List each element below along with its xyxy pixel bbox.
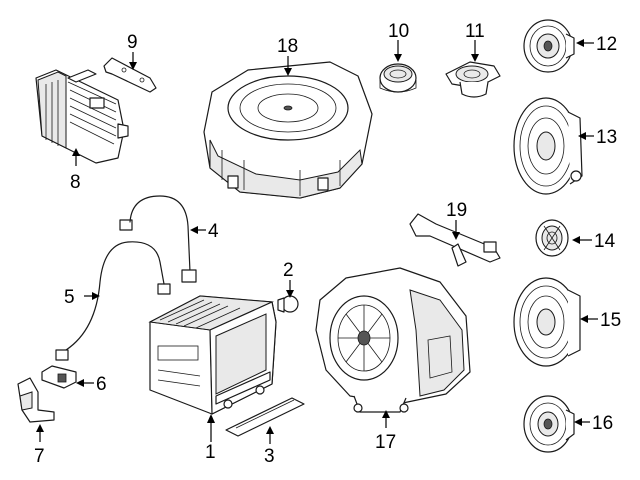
- callout-2: 2: [283, 260, 294, 298]
- part-17-speaker-assembly: [315, 267, 471, 413]
- callout-label-13: 13: [596, 127, 617, 148]
- callout-10: 10: [388, 21, 409, 62]
- callout-label-6: 6: [96, 374, 107, 395]
- part-10-tweeter: [379, 63, 417, 93]
- part-11-tweeter: [445, 61, 501, 98]
- callout-label-19: 19: [446, 200, 467, 221]
- callout-label-11: 11: [465, 21, 485, 42]
- part-16-speaker: [523, 395, 575, 453]
- callout-4: 4: [190, 221, 219, 242]
- callout-9: 9: [127, 32, 138, 70]
- part-6-connector: [41, 365, 77, 389]
- callout-label-9: 9: [127, 32, 138, 53]
- callout-3: 3: [264, 426, 275, 467]
- callout-16: 16: [574, 413, 613, 434]
- callout-15: 15: [580, 310, 621, 331]
- part-14-tweeter: [535, 219, 569, 257]
- part-5-cable: [55, 241, 171, 361]
- callout-label-17: 17: [375, 432, 396, 453]
- callout-5: 5: [64, 287, 100, 308]
- callout-7: 7: [34, 424, 45, 467]
- callout-label-3: 3: [264, 446, 275, 467]
- callout-label-8: 8: [70, 172, 81, 193]
- callout-label-7: 7: [34, 446, 45, 467]
- callout-1: 1: [205, 414, 216, 463]
- part-3-trim-strip: [225, 397, 305, 437]
- part-7-bracket: [17, 377, 55, 423]
- part-18-subwoofer-enclosure: [203, 61, 373, 199]
- callout-14: 14: [572, 231, 616, 252]
- callout-13: 13: [578, 127, 617, 148]
- callout-label-4: 4: [208, 221, 219, 242]
- callout-17: 17: [375, 410, 396, 453]
- part-12-speaker: [523, 19, 575, 73]
- callout-18: 18: [277, 36, 298, 76]
- callout-label-2: 2: [283, 260, 294, 281]
- callout-label-18: 18: [277, 36, 298, 57]
- part-4-cable: [119, 195, 197, 283]
- callout-8: 8: [70, 148, 81, 193]
- callout-label-12: 12: [596, 34, 617, 55]
- part-8-amplifier: [35, 69, 129, 164]
- part-9-bracket: [103, 57, 157, 93]
- callout-label-10: 10: [388, 21, 409, 42]
- callout-12: 12: [576, 34, 617, 55]
- part-15-speaker: [513, 277, 581, 367]
- part-13-speaker: [513, 97, 583, 195]
- callout-11: 11: [465, 21, 485, 62]
- callout-label-5: 5: [64, 287, 75, 308]
- part-19-bracket: [409, 213, 501, 267]
- callout-label-16: 16: [592, 413, 613, 434]
- callout-label-15: 15: [600, 310, 621, 331]
- part-1-head-unit: [148, 295, 277, 415]
- callout-label-1: 1: [205, 442, 216, 463]
- callout-label-14: 14: [594, 231, 616, 252]
- part-2-knob: [277, 295, 299, 313]
- callout-19: 19: [446, 200, 467, 240]
- callout-6: 6: [76, 374, 107, 395]
